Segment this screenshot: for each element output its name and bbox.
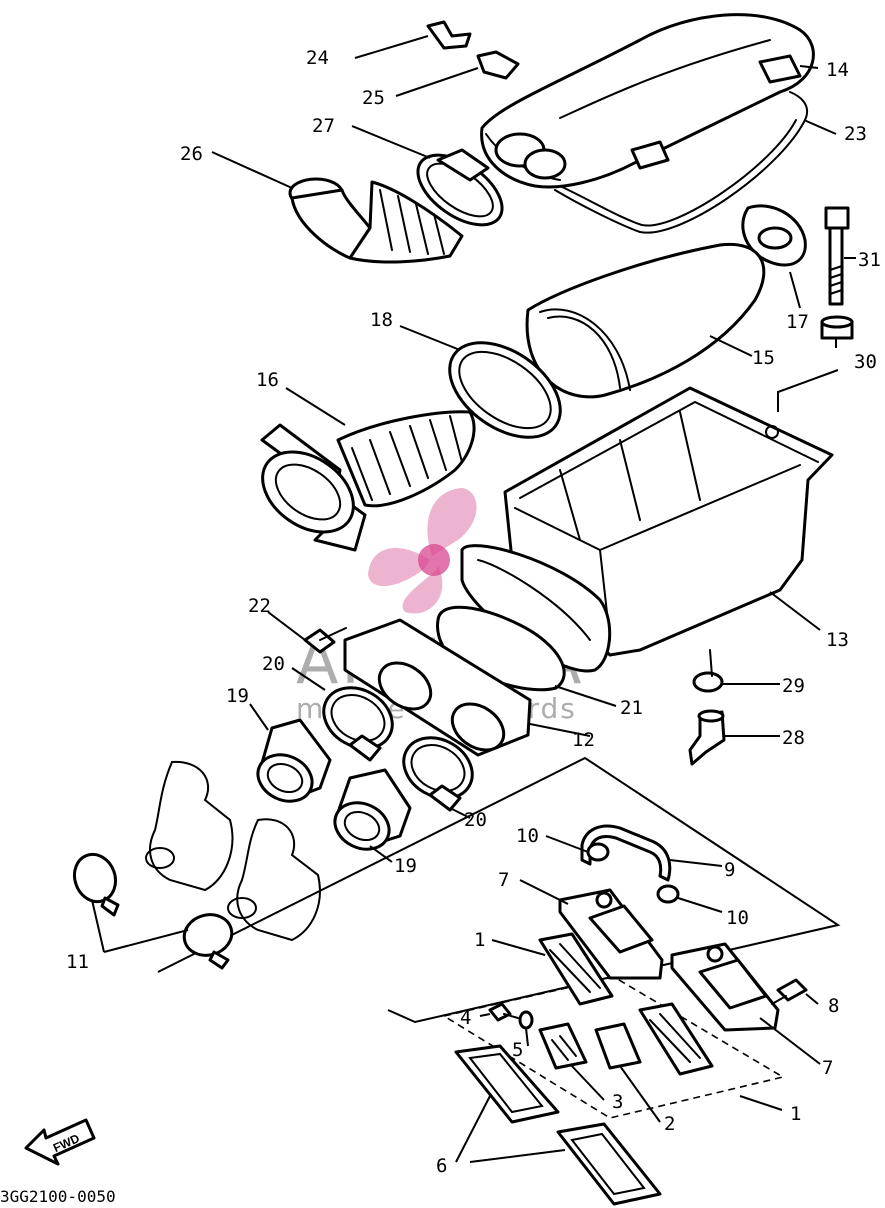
- carburetor-joint-part-19-upper: [256, 718, 332, 803]
- callout-24: 24: [306, 47, 329, 69]
- callout-27: 27: [312, 115, 335, 137]
- forward-direction-arrow: [24, 1118, 96, 1166]
- air-duct-cover-part-14: [480, 13, 815, 189]
- bolt-part-31: [824, 206, 850, 306]
- callout-25: 25: [362, 87, 385, 109]
- callout-31: 31: [858, 249, 881, 271]
- reed-stopper-part-2: [594, 1022, 642, 1070]
- callout-9: 9: [724, 859, 735, 881]
- damper-part-25: [476, 50, 520, 80]
- callout-18: 18: [370, 309, 393, 331]
- plate-part-17: [741, 204, 807, 267]
- callout-22: 22: [248, 595, 271, 617]
- clamp-part-10-lower: [656, 884, 680, 904]
- callout-28: 28: [782, 727, 805, 749]
- clip-part-24: [426, 20, 472, 50]
- gasket-part-23: [554, 91, 809, 234]
- carburetor-group-outline: [157, 756, 841, 1024]
- intake-boot-part-26: [288, 177, 464, 264]
- callout-3: 3: [612, 1091, 623, 1113]
- callout-19-upper: 19: [226, 685, 249, 707]
- washer-part-5: [518, 1010, 534, 1030]
- drawing-code: 3GG2100-0050: [0, 1187, 116, 1206]
- clamp-part-20-upper: [322, 686, 394, 762]
- carburetor-joint-part-19-lower: [333, 768, 412, 851]
- bolt-part-8: [771, 978, 808, 1005]
- clamp-part-11-upper: [72, 852, 120, 917]
- callout-14: 14: [826, 59, 849, 81]
- callout-17: 17: [786, 311, 809, 333]
- callout-1-upper: 1: [474, 929, 485, 951]
- reed-valve-assembly-part-7-lower: [670, 942, 780, 1032]
- funnel-part-16: [260, 410, 476, 552]
- callout-10-lower: 10: [726, 907, 749, 929]
- callout-20-lower: 20: [464, 809, 487, 831]
- callout-2: 2: [664, 1113, 675, 1135]
- collar-part-30: [820, 315, 854, 340]
- callout-21: 21: [620, 697, 643, 719]
- callout-29: 29: [782, 675, 805, 697]
- reed-valve-part-1-right: [638, 1002, 714, 1076]
- callout-15: 15: [752, 347, 775, 369]
- callout-1-lower: 1: [790, 1103, 801, 1125]
- callout-7-upper: 7: [498, 869, 509, 891]
- callout-16: 16: [256, 369, 279, 391]
- reed-valve-part-1-left: [538, 932, 614, 1006]
- gasket-part-6-right: [556, 1122, 662, 1206]
- watermark-logo: [368, 488, 477, 614]
- air-filter-case-part-13: [460, 386, 834, 673]
- reed-valve-assembly-part-7-upper: [558, 888, 664, 980]
- callout-12: 12: [572, 729, 595, 751]
- carburetor-outline-left: [145, 760, 234, 892]
- callout-6: 6: [436, 1155, 447, 1177]
- callout-11: 11: [66, 951, 89, 973]
- callout-4: 4: [460, 1007, 471, 1029]
- callout-19-lower: 19: [394, 855, 417, 877]
- joint-part-28: [688, 709, 726, 766]
- callout-8: 8: [828, 995, 839, 1017]
- callout-7-lower: 7: [822, 1057, 833, 1079]
- clamp-part-20-lower: [402, 736, 474, 812]
- callout-5: 5: [512, 1039, 523, 1061]
- reed-valve-group-outline: [441, 976, 786, 1119]
- joint-part-27: [416, 148, 504, 227]
- gasket-part-6-left: [454, 1044, 560, 1124]
- callout-26: 26: [180, 143, 203, 165]
- hose-part-9: [580, 824, 672, 882]
- clamp-part-11-lower: [182, 913, 234, 970]
- carburetor-outline-right: [227, 818, 321, 942]
- band-part-18: [448, 341, 562, 439]
- callout-23: 23: [844, 123, 867, 145]
- filter-element-part-15: [525, 242, 766, 399]
- callout-10-upper: 10: [516, 825, 539, 847]
- callout-20-upper: 20: [262, 653, 285, 675]
- airbox-bracket-line: [777, 369, 839, 412]
- screw-part-4: [488, 1002, 519, 1022]
- clip-part-29: [692, 649, 724, 693]
- callout-13: 13: [826, 629, 849, 651]
- clamp-part-10-upper: [586, 842, 610, 862]
- callout-30: 30: [854, 351, 877, 373]
- screw-part-22: [303, 627, 347, 654]
- reed-part-3: [538, 1022, 588, 1070]
- joint-part-12: [343, 618, 532, 757]
